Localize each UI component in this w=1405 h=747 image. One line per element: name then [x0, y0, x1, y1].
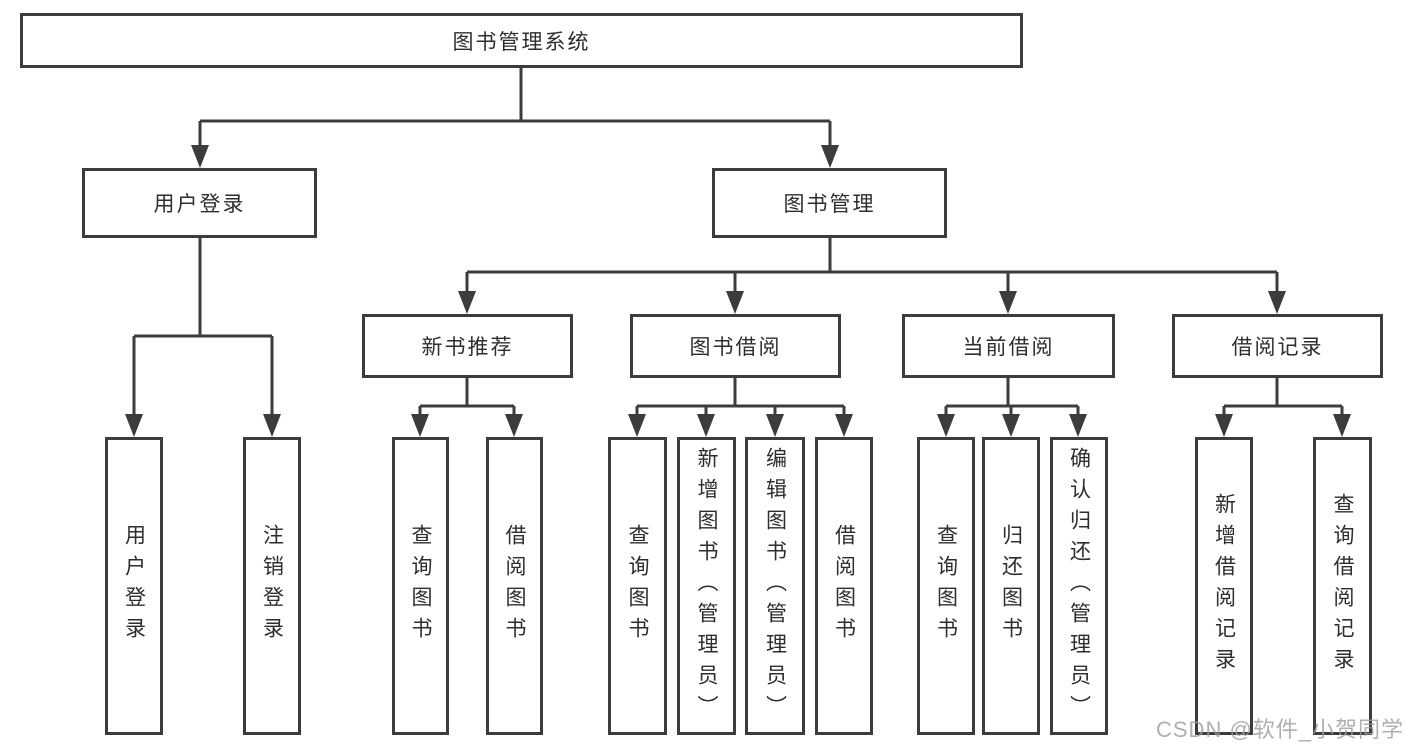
leaf-query-books-current: 查询图书 — [917, 437, 975, 735]
leaf-borrow-books-recommend: 借阅图书 — [486, 437, 543, 735]
leaf-query-books-recommend: 查询图书 — [392, 437, 449, 735]
node-book-borrow: 图书借阅 — [630, 314, 841, 378]
arrow-down-icon — [411, 414, 429, 437]
arrow-down-icon — [835, 414, 853, 437]
connector-currentborrow-to-leaves — [944, 378, 1080, 418]
arrow-down-icon — [766, 414, 784, 437]
leaf-return-books: 归还图书 — [982, 437, 1040, 735]
leaf-confirm-return-admin: 确认归还（管理员） — [1050, 437, 1108, 735]
arrow-down-icon — [1268, 291, 1286, 314]
leaf-add-borrow-record: 新增借阅记录 — [1195, 437, 1253, 735]
arrow-down-icon — [937, 414, 955, 437]
arrowheads — [125, 145, 1351, 437]
arrow-down-icon — [125, 414, 143, 437]
arrow-down-icon — [1215, 414, 1233, 437]
arrow-down-icon — [999, 291, 1017, 314]
arrow-down-icon — [821, 145, 839, 168]
connector-lines — [132, 68, 1344, 418]
connector-root-to-level2 — [198, 68, 832, 150]
leaf-edit-books-admin: 编辑图书（管理员） — [745, 437, 805, 735]
leaf-logout-login: 注销登录 — [243, 437, 301, 735]
csdn-watermark: CSDN @软件_小贺同学 — [1156, 717, 1405, 742]
node-root: 图书管理系统 — [20, 13, 1023, 68]
arrow-down-icon — [697, 414, 715, 437]
arrow-down-icon — [1002, 414, 1020, 437]
node-current-borrow: 当前借阅 — [902, 314, 1115, 378]
arrow-down-icon — [458, 291, 476, 314]
leaf-add-books-admin: 新增图书（管理员） — [677, 437, 736, 735]
connector-bookborrow-to-leaves — [635, 378, 846, 418]
arrow-down-icon — [1333, 414, 1351, 437]
arrow-down-icon — [726, 291, 744, 314]
leaf-borrow-books: 借阅图书 — [815, 437, 873, 735]
leaf-query-books-borrow: 查询图书 — [608, 437, 667, 735]
connector-bookmgmt-to-level3 — [465, 238, 1279, 295]
arrow-down-icon — [1069, 414, 1087, 437]
connector-userlogin-to-leaves — [132, 238, 274, 418]
leaf-query-borrow-record: 查询借阅记录 — [1313, 437, 1372, 735]
arrow-down-icon — [505, 414, 523, 437]
arrow-down-icon — [191, 145, 209, 168]
connector-newbookrec-to-leaves — [418, 378, 516, 418]
node-book-management: 图书管理 — [712, 168, 947, 238]
leaf-user-login: 用户登录 — [105, 437, 163, 735]
arrow-down-icon — [628, 414, 646, 437]
arrow-down-icon — [263, 414, 281, 437]
node-new-book-recommend: 新书推荐 — [362, 314, 573, 378]
node-borrow-records: 借阅记录 — [1172, 314, 1383, 378]
node-user-login: 用户登录 — [82, 168, 317, 238]
connector-borrowrecords-to-leaves — [1222, 378, 1344, 418]
